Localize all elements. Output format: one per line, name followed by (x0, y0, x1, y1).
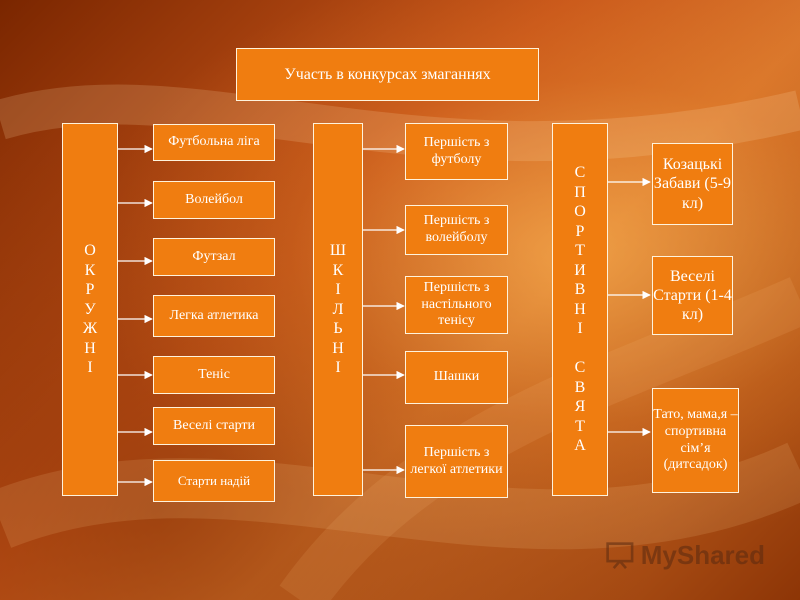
shkilni-item-label: Першість з волейболу (423, 213, 490, 245)
okruzhni-item-label: Футзал (192, 248, 236, 264)
okruzhni-item: Футбольна ліга (153, 124, 275, 161)
okruzhni-item-label: Старти надій (177, 473, 251, 489)
sportyvni-svyata-header: С П О Р Т И В Н І С В Я Т А (552, 123, 608, 496)
okruzhni-item: Старти надій (153, 460, 275, 502)
okruzhni-item-label: Волейбол (185, 191, 243, 207)
okruzhni-item: Веселі старти (153, 407, 275, 445)
shkilni-item-label: Першість з настільного тенісу (421, 279, 492, 329)
shkilni-item: Першість з настільного тенісу (405, 276, 508, 334)
okruzhni-item-label: Теніс (198, 366, 230, 382)
shkilni-item-label: Першість з легкої атлетики (410, 444, 503, 477)
okruzhni-item: Теніс (153, 356, 275, 394)
sportyvni-svyata-item-label: Тато, мама,я – спортивна сім’я (дитсадок… (653, 406, 738, 473)
okruzhni-item: Волейбол (153, 181, 275, 219)
sportyvni-svyata-label: С П О Р Т И В Н І С В Я Т А (574, 164, 586, 455)
okruzhni-item-label: Футбольна ліга (168, 134, 260, 150)
title-text: Участь в конкурсах змаганнях (284, 65, 491, 83)
okruzhni-header: О К Р У Ж Н І (62, 123, 118, 496)
watermark-text: MyShared (640, 539, 765, 570)
shkilni-item: Шашки (405, 351, 508, 404)
shkilni-item-label: Першість з футболу (423, 134, 490, 167)
okruzhni-item-label: Легка атлетика (169, 307, 259, 323)
presentation-board-icon (606, 542, 634, 569)
sportyvni-svyata-item: Тато, мама,я – спортивна сім’я (дитсадок… (652, 388, 739, 493)
okruzhni-item: Легка атлетика (153, 295, 275, 337)
shkilni-item: Першість з футболу (405, 123, 508, 180)
sportyvni-svyata-item: Козацькі Забави (5-9 кл) (652, 143, 733, 225)
sportyvni-svyata-item-label: Веселі Старти (1-4 кл) (653, 267, 732, 324)
okruzhni-item: Футзал (153, 238, 275, 276)
shkilni-item-label: Шашки (433, 369, 480, 385)
shkilni-label: Ш К І Л Ь Н І (329, 242, 347, 377)
okruzhni-label: О К Р У Ж Н І (82, 242, 98, 377)
okruzhni-item-label: Веселі старти (172, 417, 256, 433)
shkilni-header: Ш К І Л Ь Н І (313, 123, 363, 496)
shkilni-item: Першість з легкої атлетики (405, 425, 508, 498)
shkilni-item: Першість з волейболу (405, 205, 508, 255)
watermark: MyShared (605, 537, 765, 573)
title-box: Участь в конкурсах змаганнях (236, 48, 539, 101)
sportyvni-svyata-item: Веселі Старти (1-4 кл) (652, 256, 733, 335)
sportyvni-svyata-item-label: Козацькі Забави (5-9 кл) (653, 156, 732, 212)
